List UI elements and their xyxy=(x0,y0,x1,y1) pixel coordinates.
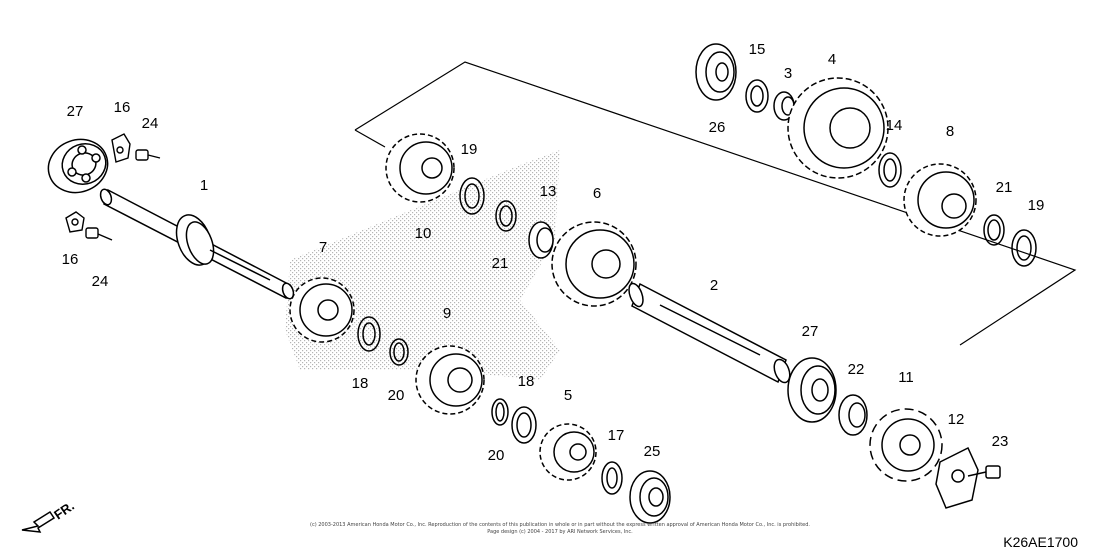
callout-16-upper: 16 xyxy=(114,99,131,116)
callout-25: 25 xyxy=(644,443,661,460)
callout-labels: 27 16 24 1 16 24 7 18 20 9 10 19 21 13 6… xyxy=(62,41,1045,464)
callout-19-left: 19 xyxy=(461,141,478,158)
group-outline xyxy=(354,61,1077,346)
callout-10: 10 xyxy=(415,225,432,242)
washer-14 xyxy=(878,152,902,188)
gear-9 xyxy=(415,345,485,415)
callout-26: 26 xyxy=(709,119,726,136)
callout-9: 9 xyxy=(443,305,451,322)
washer-18-lower xyxy=(511,406,537,444)
bearing-27-left xyxy=(47,138,109,194)
gear-10 xyxy=(385,133,455,203)
callout-20-upper: 20 xyxy=(388,387,405,404)
callout-16-lower: 16 xyxy=(62,251,79,268)
callout-11: 11 xyxy=(898,369,914,386)
circlip-20-upper xyxy=(389,338,409,366)
gear-5 xyxy=(539,423,597,481)
callout-5: 5 xyxy=(564,387,572,404)
washer-17 xyxy=(601,461,623,495)
callout-18-left: 18 xyxy=(352,375,369,392)
callout-1: 1 xyxy=(200,177,208,194)
washer-18-left xyxy=(357,316,381,352)
plate-16-lower xyxy=(65,211,85,233)
washer-19-left xyxy=(459,177,485,215)
callout-15: 15 xyxy=(749,41,766,58)
countershaft-2 xyxy=(628,282,791,384)
callout-27-left: 27 xyxy=(67,103,84,120)
plate-12 xyxy=(935,446,979,509)
circlip-21-right xyxy=(983,214,1005,246)
gear-7 xyxy=(289,277,355,343)
callout-19-right: 19 xyxy=(1028,197,1045,214)
callout-17: 17 xyxy=(608,427,625,444)
washer-19-right xyxy=(1011,229,1037,267)
callout-18-lower: 18 xyxy=(518,373,535,390)
callout-24-lower: 24 xyxy=(92,273,109,290)
shading-region xyxy=(285,150,560,380)
callout-23: 23 xyxy=(992,433,1009,450)
callout-2: 2 xyxy=(710,277,718,294)
callout-21-right: 21 xyxy=(996,179,1013,196)
callout-6: 6 xyxy=(593,185,601,202)
bearing-25 xyxy=(629,470,671,524)
bushing-13 xyxy=(528,221,554,259)
callout-22: 22 xyxy=(848,361,865,378)
callout-14: 14 xyxy=(886,117,903,134)
callout-24-upper: 24 xyxy=(142,115,159,132)
callout-13: 13 xyxy=(540,183,557,200)
copyright-line-1: (c) 2003-2013 American Honda Motor Co., … xyxy=(310,522,810,528)
gear-6 xyxy=(551,221,637,307)
copyright-line-2: Page design (c) 2004 - 2017 by ARI Netwo… xyxy=(487,529,633,535)
bolt-24-lower xyxy=(85,227,113,241)
gear-8 xyxy=(903,163,977,237)
callout-27-right: 27 xyxy=(802,323,819,340)
bearing-26 xyxy=(695,43,737,101)
circlip-21-left xyxy=(495,200,517,232)
callout-12: 12 xyxy=(948,411,965,428)
callout-8: 8 xyxy=(946,123,954,140)
front-label: FR. xyxy=(51,498,77,522)
washer-15 xyxy=(745,79,769,113)
bolt-23 xyxy=(967,465,1001,479)
callout-4: 4 xyxy=(828,51,836,68)
gear-4 xyxy=(787,77,889,179)
sprocket-11 xyxy=(869,408,943,482)
diagram-code: K26AE1700 xyxy=(1003,534,1078,550)
callout-20-lower: 20 xyxy=(488,447,505,464)
callout-7: 7 xyxy=(319,239,327,256)
callout-21-left: 21 xyxy=(492,255,509,272)
callout-3: 3 xyxy=(784,65,792,82)
plate-16-upper xyxy=(111,133,131,163)
front-direction-arrow: FR. xyxy=(21,498,77,533)
bearing-27-right xyxy=(787,357,837,423)
circlip-20-lower xyxy=(491,398,509,426)
seal-22 xyxy=(838,394,868,436)
bolt-24-upper xyxy=(135,149,161,161)
mainshaft-1 xyxy=(99,188,295,300)
